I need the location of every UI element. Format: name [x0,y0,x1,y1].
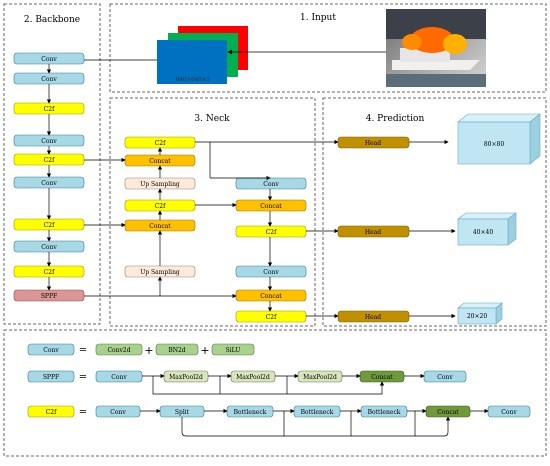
legend-sppf-conv-1 [95,370,143,383]
legend-c2f-conv-1-label: Conv [110,409,126,416]
legend-sppf-conv-1-label: Conv [111,374,127,381]
legend-c2f-concat-label: Concat [437,409,459,416]
blue-channel [157,40,227,84]
legend-silu-label: SiLU [226,347,241,354]
legend-conv-row: Conv = Conv2d + BN2d + SiLU [27,343,255,357]
input-tensor-stack [157,26,248,84]
connection-arrows [84,139,456,319]
output-cube-40: 40×40 [457,212,517,246]
legend-c2f-eq: = [79,407,87,418]
legend-sppf-maxpool-2-label: MaxPool2d [236,374,270,381]
backbone-conv-1-label: Conv [41,56,57,63]
backbone-conv-2-label: Conv [41,76,57,83]
neck-concat-2-label: Concat [149,223,171,230]
legend-sppf-eq: = [79,372,87,383]
legend-c2f-bottleneck-2-label: Bottleneck [301,409,334,416]
legend-conv-key-label: Conv [43,347,59,354]
prediction-heads: Head Head Head [337,136,410,323]
legend-c2f-key-label: C2f [46,409,57,416]
backbone-c2f-3-label: C2f [44,222,55,229]
legend-c2f-bottleneck-3-label: Bottleneck [368,409,401,416]
legend-sppf-maxpool-1-label: MaxPool2d [169,374,203,381]
backbone-c2f-1-label: C2f [44,106,55,113]
backbone-sppf-label: SPPF [41,293,57,300]
legend-conv2d-label: Conv2d [107,347,130,354]
output-20-label: 20×20 [467,313,487,320]
legend-bn2d-label: BN2d [168,347,185,354]
head-3 [337,310,410,323]
neck-left-column: C2f Concat Up Sampling C2f Concat Up Sam… [124,136,196,278]
output-40-label: 40×40 [473,229,493,236]
head-1-label: Head [365,140,381,147]
legend-conv-key [27,343,75,356]
backbone-conv-4-label: Conv [41,180,57,187]
backbone-c2f-4-label: C2f [44,269,55,276]
legend-plus-1: + [144,344,153,357]
neck-concat-4-label: Concat [260,293,282,300]
burning-ship-photo [386,9,486,87]
legend-silu [211,343,255,356]
neck-upsample-2-label: Up Sampling [140,269,180,276]
legend-c2f-row: C2f = Conv Split Bottleneck Bottleneck B… [27,405,531,437]
neck-conv-1-label: Conv [263,181,279,188]
neck-conv-1 [235,177,307,190]
legend-sppf-key [27,370,75,383]
legend-sppf-row: SPPF = Conv MaxPool2d MaxPool2d MaxPool2… [27,370,467,395]
output-cube-80: 80×80 [457,113,541,165]
neck-concat-1-label: Concat [149,158,171,165]
backbone-title: 2. Backbone [24,15,80,25]
legend-sppf-key-label: SPPF [43,374,59,381]
legend-c2f-conv-1 [95,405,141,418]
neck-c2f-3-label: C2f [266,314,277,321]
neck-c2f-mid-label: C2f [155,203,166,210]
neck-c2f-top-label: C2f [155,140,166,147]
output-80-label: 80×80 [484,141,504,148]
legend-conv2d [95,343,143,356]
backbone-frame [3,3,101,325]
backbone-c2f-2-label: C2f [44,157,55,164]
input-size-label: 640×640×3 [176,77,210,83]
neck-concat-3-label: Concat [260,203,282,210]
legend-c2f-conv-2-label: Conv [501,409,517,416]
legend-frame [3,329,547,457]
neck-frame [109,97,316,327]
neck-upsample-1-label: Up Sampling [140,181,180,188]
neck-title: 3. Neck [194,114,230,124]
neck-right-column: Conv Concat C2f Conv Concat C2f [235,177,307,323]
neck-c2f-2-label: C2f [266,229,277,236]
input-frame [109,3,547,93]
legend-sppf-maxpool-3-label: MaxPool2d [303,374,337,381]
legend-sppf-concat-label: Concat [371,374,393,381]
legend-c2f-split-label: Split [175,409,190,416]
head-2 [337,225,410,238]
legend-bn2d [155,343,199,356]
legend-c2f-bottleneck-1-label: Bottleneck [234,409,267,416]
legend-sppf-conv-2-label: Conv [437,374,453,381]
legend-conv-eq: = [79,345,87,356]
output-cube-20: 20×20 [457,302,503,325]
backbone-conv-3-label: Conv [41,138,57,145]
legend-plus-2: + [200,344,209,357]
head-2-label: Head [365,229,381,236]
neck-conv-2-label: Conv [263,269,279,276]
prediction-frame [322,97,547,327]
prediction-title: 4. Prediction [366,114,425,124]
backbone-column: Conv Conv C2f Conv C2f Conv C2f Conv C2f… [13,52,85,302]
backbone-conv-5-label: Conv [41,244,57,251]
head-3-label: Head [365,314,381,321]
legend-c2f-key [27,405,75,418]
head-1 [337,136,410,149]
input-title: 1. Input [300,13,336,23]
